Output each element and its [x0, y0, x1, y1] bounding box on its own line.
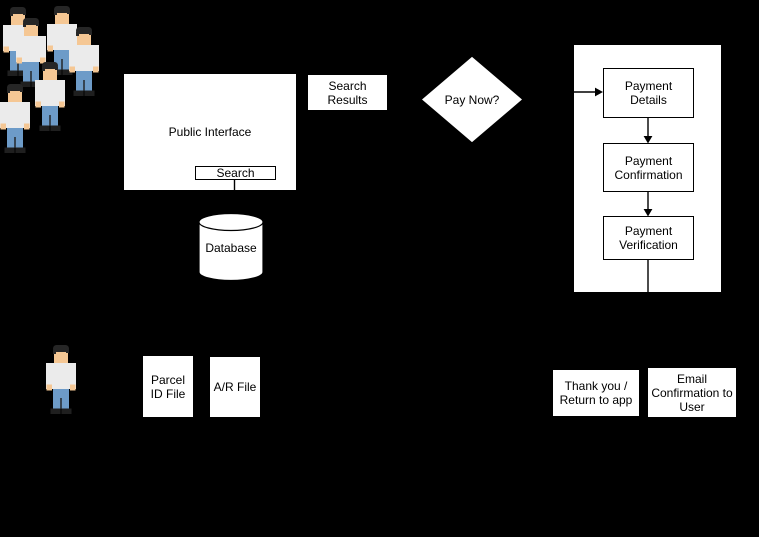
database-cylinder-icon — [198, 212, 264, 282]
person-icon — [69, 27, 99, 96]
node-label: Email Confirmation to User — [651, 371, 733, 414]
node-ar-file: A/R File — [209, 356, 261, 418]
node-search: Search — [195, 166, 276, 180]
node-payment-verification: Payment Verification — [603, 216, 694, 260]
person-icon — [46, 345, 76, 414]
node-label: Parcel ID File — [150, 372, 186, 401]
node-parcel-id-file: Parcel ID File — [142, 355, 194, 418]
node-label: Payment Verification — [619, 224, 678, 252]
node-thank-you: Thank you / Return to app — [552, 369, 640, 417]
node-payment-confirmation: Payment Confirmation — [603, 143, 694, 192]
person-icon — [35, 62, 65, 131]
node-label: Payment Details — [624, 79, 673, 107]
node-payment-details: Payment Details — [603, 68, 694, 118]
node-search-results: Search Results — [307, 74, 388, 111]
node-label: Search — [216, 166, 255, 180]
node-label: Search Results — [327, 78, 368, 107]
node-email-confirmation: Email Confirmation to User — [647, 367, 737, 418]
node-label: Public Interface — [168, 125, 252, 139]
node-label: Thank you / Return to app — [559, 379, 633, 407]
decision-pay-now-diamond-icon — [420, 55, 524, 144]
people-group-icon — [0, 0, 100, 155]
node-label: Payment Confirmation — [614, 153, 683, 182]
person-icon — [0, 84, 30, 153]
node-label: A/R File — [213, 380, 257, 394]
